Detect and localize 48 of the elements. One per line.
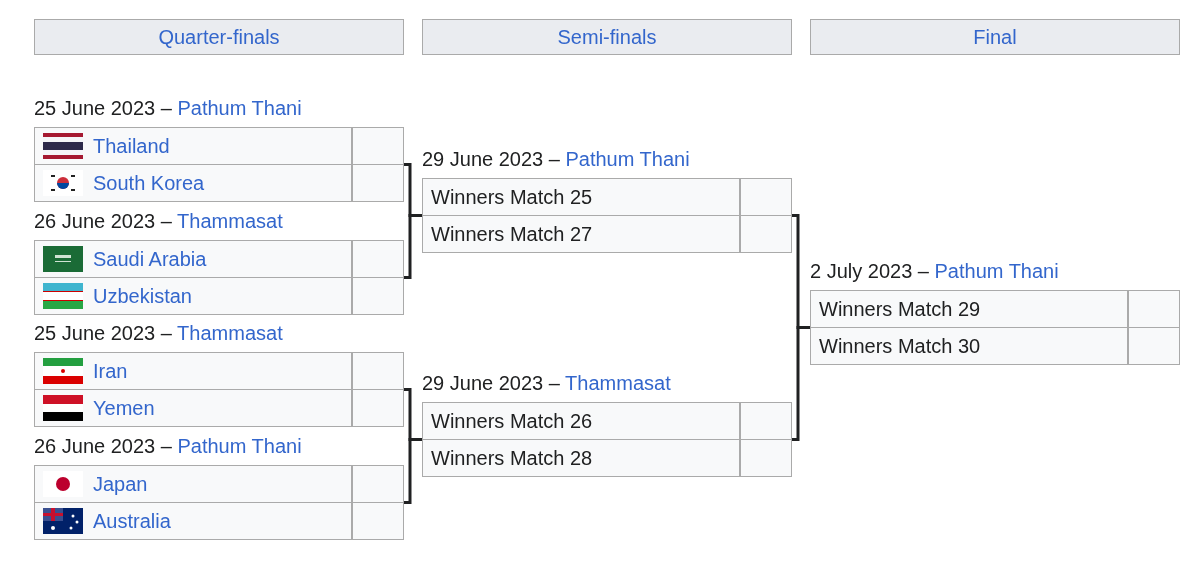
round-header: Quarter-finals	[34, 19, 404, 55]
venue-link: Thammasat	[177, 322, 283, 344]
team-row	[34, 240, 404, 278]
match-row	[422, 215, 792, 253]
team-row	[34, 502, 404, 540]
match-date: 26 June 2023 – Pathum Thani	[34, 434, 302, 458]
match-date: 29 June 2023 – Pathum Thani	[422, 147, 690, 171]
team-link: Uzbekistan	[93, 284, 192, 308]
bracket-line	[792, 326, 810, 441]
team-link: Yemen	[93, 396, 155, 420]
team-link: Iran	[93, 359, 128, 383]
team-name: Winners Match 28	[431, 446, 593, 470]
team-link: South Korea	[93, 171, 205, 195]
team-name: Winners Match 30	[819, 334, 981, 358]
match-row	[422, 402, 792, 440]
round-header: Semi-finals	[422, 19, 792, 55]
venue-link: Pathum Thani	[177, 97, 302, 119]
team-link: Thailand	[93, 134, 170, 158]
team-link: Australia	[93, 509, 171, 533]
match-date: 26 June 2023 – Thammasat	[34, 209, 283, 233]
venue-link: Pathum Thani	[565, 148, 690, 170]
match-row	[422, 178, 792, 216]
team-name: Winners Match 25	[431, 185, 593, 209]
match-date: 25 June 2023 – Thammasat	[34, 321, 283, 345]
bracket-line	[404, 438, 422, 504]
venue-link: Thammasat	[565, 372, 671, 394]
team-link: Saudi Arabia	[93, 247, 207, 271]
venue-link: Pathum Thani	[934, 260, 1059, 282]
team-name: Winners Match 29	[819, 297, 981, 321]
match-row	[810, 290, 1180, 328]
match-row	[422, 439, 792, 477]
venue-link: Pathum Thani	[177, 435, 302, 457]
match-row	[810, 327, 1180, 365]
bracket-line	[404, 214, 422, 279]
team-row	[34, 127, 404, 165]
round-header: Final	[810, 19, 1180, 55]
team-row	[34, 352, 404, 390]
match-date: 29 June 2023 – Thammasat	[422, 371, 671, 395]
team-name: Winners Match 27	[431, 222, 593, 246]
team-link: Japan	[93, 472, 148, 496]
match-date: 2 July 2023 – Pathum Thani	[810, 259, 1059, 283]
team-name: Winners Match 26	[431, 409, 593, 433]
team-row	[34, 164, 404, 202]
team-row	[34, 465, 404, 503]
match-date: 25 June 2023 – Pathum Thani	[34, 96, 302, 120]
team-row	[34, 277, 404, 315]
venue-link: Thammasat	[177, 210, 283, 232]
team-row	[34, 389, 404, 427]
